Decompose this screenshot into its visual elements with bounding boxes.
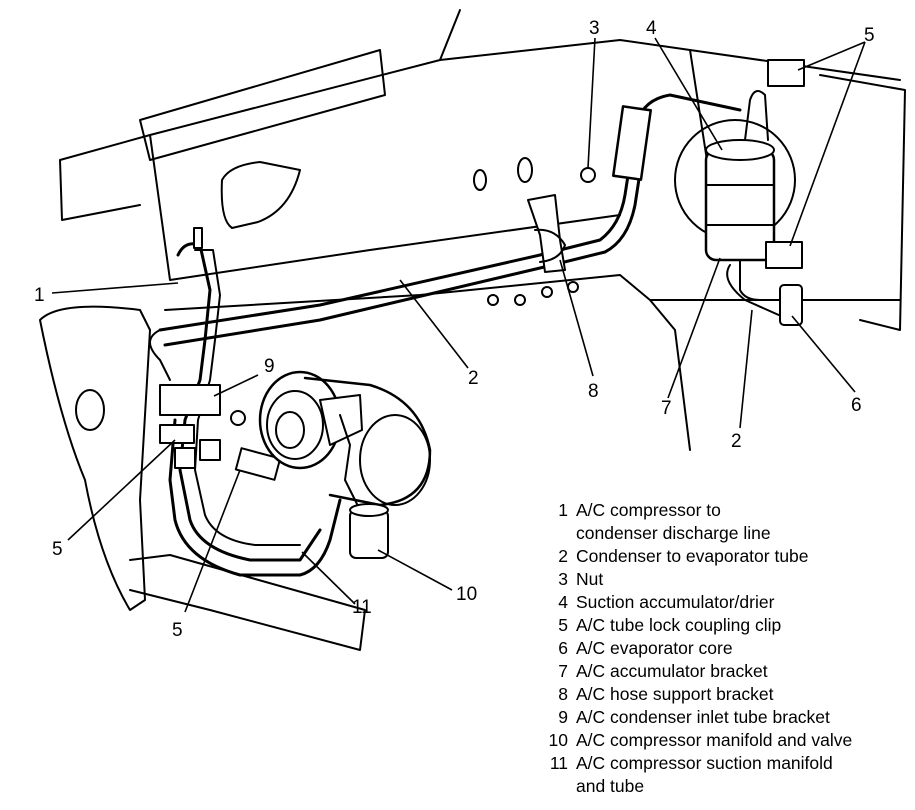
condenser-inlet-bracket (159, 384, 221, 416)
legend-number: 2 (558, 546, 568, 566)
legend-label: Condenser to evaporator tube (576, 546, 809, 566)
legend-number: 6 (558, 638, 568, 658)
evaporator-core (779, 284, 803, 326)
legend-item-1: 1 A/C compressor to condenser discharge l… (538, 499, 852, 545)
legend-item-8: 8 A/C hose support bracket (538, 683, 852, 706)
legend-item-10: 10 A/C compressor manifold and valve (538, 729, 853, 752)
callout-11: 11 (352, 597, 372, 618)
tube-fitting-upper (612, 105, 652, 181)
fender-hole (75, 389, 105, 431)
condenser-evaporator-tube (158, 93, 742, 332)
legend-item-4: 4 Suction accumulator/drier (538, 591, 852, 614)
coupling-clip-upper (767, 59, 805, 87)
coupling-clip-left (159, 424, 195, 444)
legend-number: 1 (558, 500, 568, 520)
legend-label: A/C condenser inlet tube bracket (576, 707, 830, 727)
callout-5-left: 5 (52, 539, 63, 560)
inner-fender (39, 305, 151, 611)
accumulator-drier (704, 148, 776, 262)
legend-number: 5 (558, 615, 568, 635)
callout-2-right: 2 (731, 431, 742, 452)
hose-support-bracket (527, 194, 566, 273)
legend-number: 7 (558, 661, 568, 681)
legend-label: A/C tube lock coupling clip (576, 615, 782, 635)
firewall-recess (220, 161, 301, 229)
callout-3: 3 (589, 18, 600, 39)
callout-2-center: 2 (468, 368, 479, 389)
callout-4: 4 (646, 18, 657, 39)
cowl-panel (139, 49, 386, 161)
legend-item-7: 7 A/C accumulator bracket (538, 660, 852, 683)
legend-number: 11 (549, 753, 568, 773)
callout-6: 6 (851, 395, 862, 416)
legend-item-2: 2 Condenser to evaporator tube (538, 545, 852, 568)
legend-label: Suction accumulator/drier (576, 592, 775, 612)
callout-1: 1 (34, 285, 45, 306)
legend-item-9: 9 A/C condenser inlet tube bracket (538, 706, 852, 729)
callout-9: 9 (264, 356, 275, 377)
legend-label-continued: and tube (576, 776, 645, 796)
legend-item-5: 5 A/C tube lock coupling clip (538, 614, 852, 637)
legend-label: Nut (576, 569, 604, 589)
coupling-clip-lower (765, 241, 803, 269)
legend-label: A/C compressor to (576, 500, 721, 520)
legend-number: 4 (558, 592, 568, 612)
legend-number: 8 (558, 684, 568, 704)
coupling-clip-middle (234, 447, 282, 481)
legend-number: 9 (558, 707, 568, 727)
legend-number: 3 (558, 569, 568, 589)
legend-item-6: 6 A/C evaporator core (538, 637, 852, 660)
callout-10: 10 (456, 584, 477, 605)
discharge-line (176, 242, 322, 562)
legend-item-11: 11 A/C compressor suction manifold and tu… (538, 752, 852, 798)
legend-label: A/C evaporator core (576, 638, 733, 658)
legend: 1 A/C compressor to condenser discharge l… (538, 499, 853, 798)
legend-number: 10 (548, 730, 568, 750)
callout-5-upper: 5 (864, 25, 875, 46)
firewall-outline (59, 9, 901, 281)
radiator-support (129, 554, 366, 651)
callout-8: 8 (588, 381, 599, 402)
callout-7: 7 (661, 398, 672, 419)
legend-label: A/C hose support bracket (576, 684, 774, 704)
manifold-valve (349, 509, 389, 559)
legend-label-continued: condenser discharge line (576, 523, 771, 543)
suction-line (168, 418, 342, 577)
legend-label: A/C compressor manifold and valve (576, 730, 853, 750)
legend-label: A/C compressor suction manifold (576, 753, 833, 773)
nut (580, 167, 596, 183)
legend-item-3: 3 Nut (538, 568, 852, 591)
legend-label: A/C accumulator bracket (576, 661, 768, 681)
callout-5-lower: 5 (172, 620, 183, 641)
